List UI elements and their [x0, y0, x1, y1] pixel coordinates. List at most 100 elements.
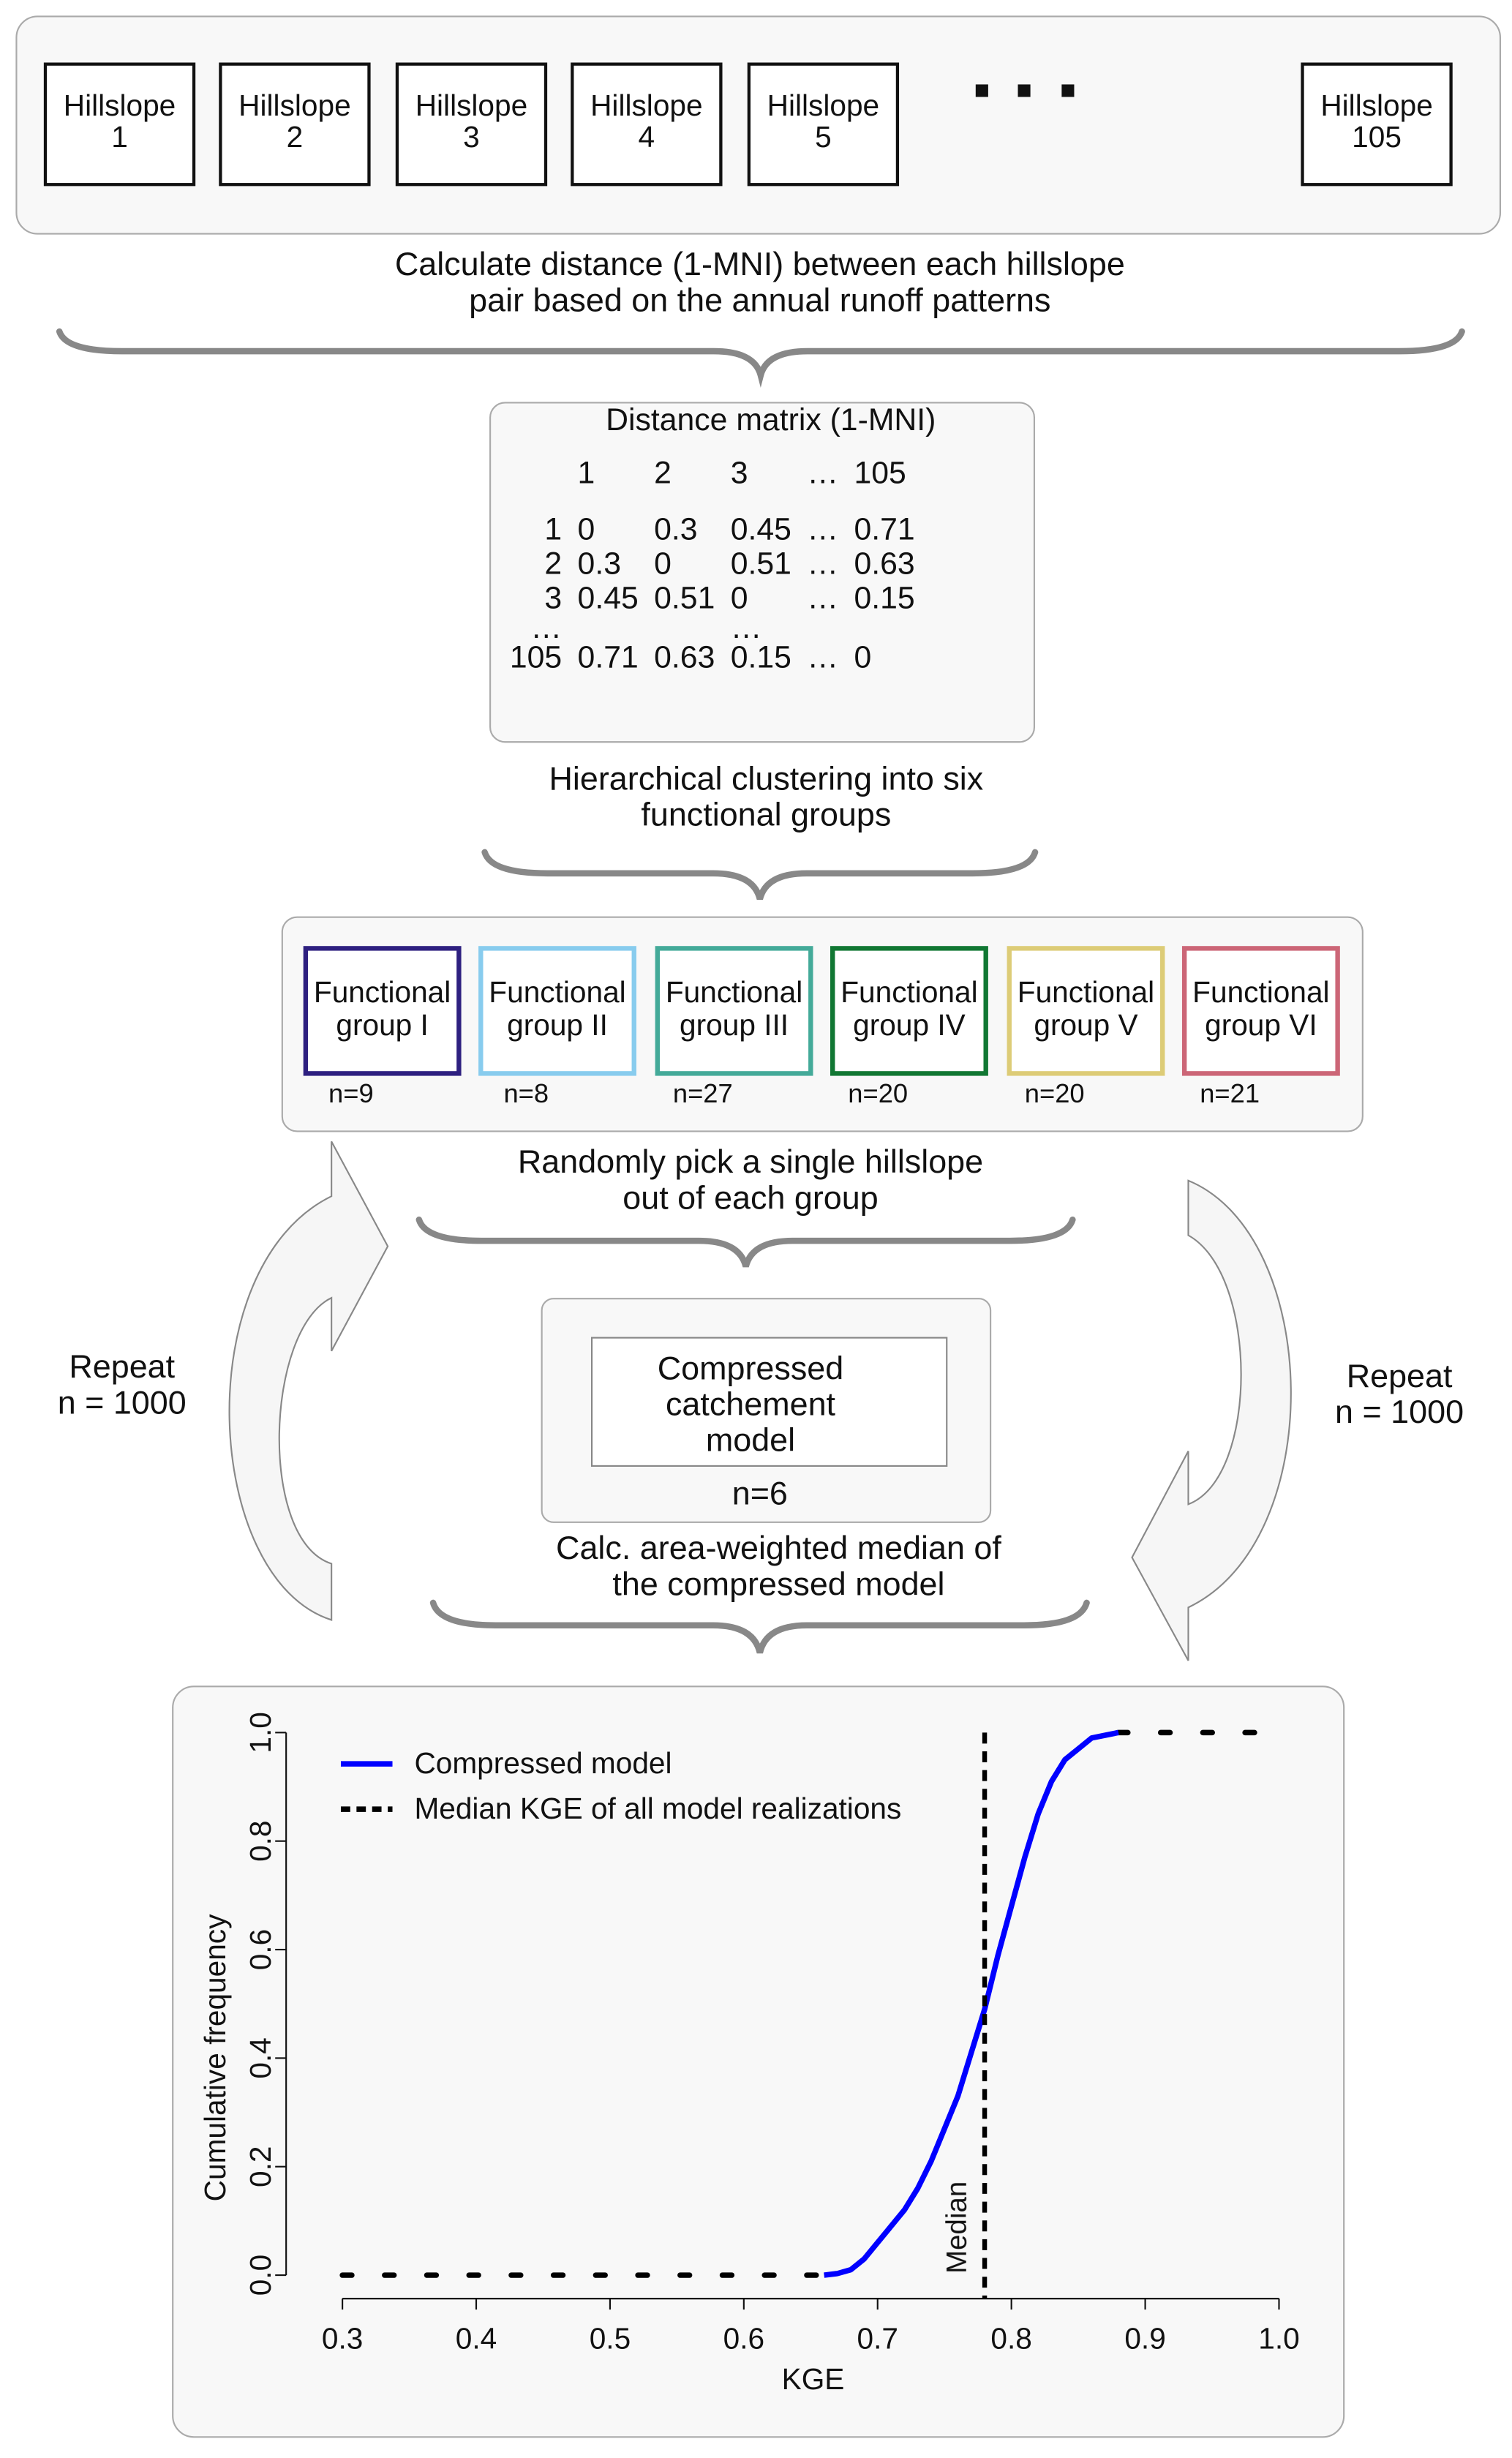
hillslope-number: 5 — [815, 121, 832, 155]
compressed-model-box — [590, 1337, 948, 1467]
hillslope-number: 105 — [1352, 121, 1402, 155]
matrix-cell: 0.51 — [730, 547, 791, 582]
group-name: group II — [507, 1010, 608, 1043]
group-label: Functional — [1192, 977, 1330, 1010]
hillslope-number: 3 — [463, 121, 480, 155]
curly-brace — [415, 1216, 1076, 1268]
group-label: Functional — [313, 977, 451, 1010]
matrix-cell: 2 — [544, 547, 563, 582]
y-tick-label: 0.4 — [244, 2037, 277, 2078]
curly-brace — [429, 1599, 1090, 1654]
chart-panel — [172, 1685, 1345, 2438]
hillslope-number: 4 — [638, 121, 655, 155]
group-label: Functional — [1017, 977, 1155, 1010]
step1-caption: Calculate distance (1-MNI) between each … — [394, 247, 1125, 320]
group-count: n=20 — [1024, 1078, 1085, 1109]
hillslope-number: 1 — [111, 121, 128, 155]
matrix-cell: … — [807, 641, 839, 676]
matrix-cell: 3 — [544, 582, 563, 617]
group-count: n=20 — [848, 1078, 909, 1109]
matrix-row: …… — [503, 611, 924, 646]
matrix-cell: 0.15 — [854, 582, 915, 617]
matrix-header-cell: 3 — [730, 456, 748, 492]
matrix-header-cell: 1 — [577, 456, 595, 492]
legend-label: Median KGE of all model realizations — [414, 1792, 901, 1825]
matrix-cell: 0.63 — [654, 641, 715, 676]
matrix-cell: 105 — [509, 641, 563, 676]
group-label: Functional — [840, 977, 978, 1010]
matrix-cell: … — [807, 547, 839, 582]
y-axis-label: Cumulative frequency — [198, 1914, 232, 2201]
group-count: n=9 — [328, 1078, 374, 1109]
y-tick-label: 0.2 — [244, 2146, 277, 2187]
x-tick-label: 0.8 — [990, 2322, 1031, 2356]
matrix-cell: 0 — [654, 547, 672, 582]
matrix-header-cell: 105 — [854, 456, 906, 492]
y-tick-label: 0.8 — [244, 1820, 277, 1861]
group-count: n=8 — [503, 1078, 549, 1109]
hillslope-label: Hillslope — [590, 90, 703, 124]
matrix-cell: 0.3 — [654, 513, 698, 548]
x-axis-label: KGE — [782, 2362, 845, 2396]
matrix-cell: 0.71 — [854, 513, 915, 548]
y-tick-label: 0.0 — [244, 2255, 277, 2296]
hillslope-label: Hillslope — [1320, 90, 1433, 124]
matrix-cell: 0 — [730, 582, 748, 617]
median-label: Median — [941, 2181, 973, 2274]
x-tick-label: 0.6 — [723, 2322, 764, 2356]
group-name: group VI — [1205, 1010, 1317, 1043]
ellipsis-dot — [1018, 84, 1031, 97]
matrix-cell: 0.45 — [730, 513, 791, 548]
group-name: group IV — [853, 1010, 966, 1043]
group-count: n=21 — [1200, 1078, 1260, 1109]
group-label: Functional — [489, 977, 626, 1010]
ellipsis-dot — [1061, 84, 1075, 97]
group-name: group V — [1034, 1010, 1138, 1043]
curly-brace — [481, 849, 1039, 901]
curly-brace — [56, 328, 1465, 388]
matrix-cell: 0.51 — [654, 582, 715, 617]
group-label: Functional — [665, 977, 803, 1010]
matrix-cell: 0 — [854, 641, 872, 676]
repeat-arrow-down-icon — [1131, 1179, 1292, 1661]
matrix-cell: … — [807, 513, 839, 548]
x-tick-label: 0.4 — [456, 2322, 497, 2356]
hillslope-label: Hillslope — [767, 90, 880, 124]
matrix-cell: … — [807, 582, 839, 617]
matrix-title: Distance matrix (1-MNI) — [606, 403, 936, 438]
ellipsis-dot — [975, 84, 988, 97]
y-tick-label: 1.0 — [244, 1712, 277, 1753]
x-tick-label: 0.7 — [857, 2322, 898, 2356]
matrix-cell: 0.45 — [577, 582, 639, 617]
repeat-arrow-up-icon — [228, 1140, 389, 1621]
group-count: n=27 — [672, 1078, 733, 1109]
model-count: n=6 — [731, 1476, 788, 1512]
matrix-cell: 0.71 — [577, 641, 639, 676]
group-name: group I — [336, 1010, 429, 1043]
group-name: group III — [680, 1010, 789, 1043]
matrix-cell: … — [530, 611, 563, 646]
legend-label: Compressed model — [414, 1746, 672, 1780]
compressed-model-cdf-line — [824, 1729, 1119, 2278]
